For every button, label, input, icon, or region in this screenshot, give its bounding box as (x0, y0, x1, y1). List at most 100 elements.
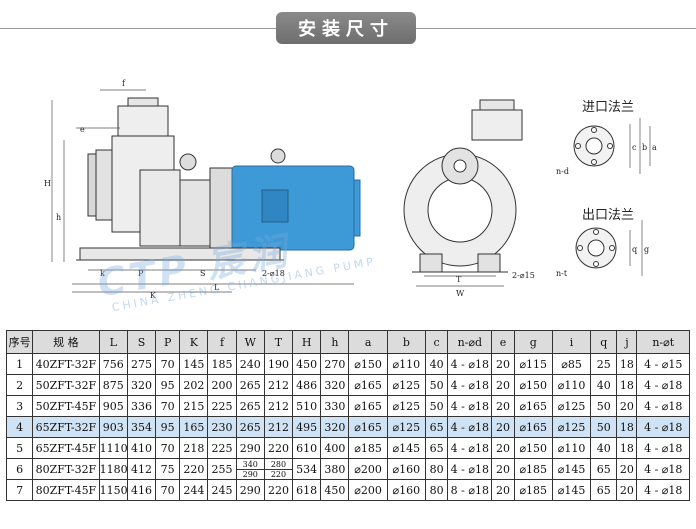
table-cell: 165 (179, 416, 209, 438)
dim-L: L (214, 283, 220, 292)
table-cell: ⌀185 (513, 479, 553, 501)
table-cell: 18 (616, 353, 638, 375)
table-cell: 190 (263, 353, 294, 375)
table-cell: 20 (491, 395, 515, 417)
dim-a: a (652, 143, 657, 152)
base-plate-side (76, 247, 284, 261)
dim-b: b (642, 143, 647, 152)
outlet-flange-diagram (575, 220, 643, 276)
table-cell: 80ZFT-32F (32, 458, 100, 480)
table-cell: 95 (155, 374, 181, 396)
table-cell: 4 - ⌀18 (636, 416, 690, 438)
table-cell: 50 (590, 416, 618, 438)
table-cell: 903 (98, 416, 128, 438)
table-cell: 40 (590, 374, 618, 396)
dimension-lines-front (416, 275, 504, 287)
table-cell: 336 (126, 395, 157, 417)
table-cell: 25 (590, 353, 618, 375)
column-header: H (292, 330, 322, 354)
table-cell: 8 - ⌀18 (447, 479, 493, 501)
table-cell: 412 (126, 458, 157, 480)
column-header: L (98, 330, 128, 354)
dim-P: P (138, 269, 144, 278)
table-cell: 1110 (98, 437, 128, 459)
pump-front-view (403, 99, 523, 273)
table-cell: 265 (235, 395, 265, 417)
table-cell: ⌀150 (348, 353, 388, 375)
table-cell: 40ZFT-32F (32, 353, 100, 375)
table-cell: 4 - ⌀18 (636, 458, 690, 480)
table-cell: 70 (155, 479, 181, 501)
table-cell: 320 (320, 416, 350, 438)
table-cell: ⌀125 (551, 416, 592, 438)
dim-f: f (122, 79, 126, 88)
outlet-flange-label: 出口法兰 (582, 208, 635, 223)
table-cell: 95 (155, 416, 181, 438)
table-cell: 1150 (98, 479, 128, 501)
table-cell: 4 - ⌀18 (447, 437, 493, 459)
table-cell: 212 (263, 374, 294, 396)
column-header: T (263, 330, 294, 354)
table-cell: 65 (590, 458, 618, 480)
table-cell: 240 (235, 353, 265, 375)
table-cell: 416 (126, 479, 157, 501)
table-cell: 200 (207, 374, 237, 396)
table-cell: 65 (590, 479, 618, 501)
dim-2-holes-left: 2-⌀18 (262, 269, 285, 278)
dim-S: S (200, 269, 205, 278)
table-cell: 1180 (98, 458, 128, 480)
table-cell: 50ZFT-45F (32, 395, 100, 417)
table-cell: 50ZFT-32F (32, 374, 100, 396)
dim-nt: n-t (556, 269, 568, 278)
dim-nd: n-d (556, 167, 569, 176)
table-cell: 4 - ⌀18 (447, 353, 493, 375)
table-cell: 450 (320, 479, 350, 501)
table-cell: 510 (292, 395, 322, 417)
table-cell: ⌀200 (348, 479, 388, 501)
table-cell: 2 (5, 374, 34, 396)
column-header: i (551, 330, 592, 354)
table-cell: 4 (5, 416, 34, 438)
table-cell: 20 (491, 479, 515, 501)
table-cell: ⌀125 (551, 395, 592, 417)
table-cell: 70 (155, 437, 181, 459)
column-header: b (386, 330, 427, 354)
table-cell: 50 (424, 395, 449, 417)
table-cell: 7 (5, 479, 34, 501)
table-cell: 20 (491, 374, 515, 396)
table-cell: 3 (5, 395, 34, 417)
table-cell: 4 - ⌀18 (447, 416, 493, 438)
table-cell: 65 (424, 416, 449, 438)
table-cell: 80ZFT-45F (32, 479, 100, 501)
table-cell: 75 (155, 458, 181, 480)
table-cell: 320 (320, 374, 350, 396)
table-cell: 220 (263, 479, 294, 501)
table-cell: 65ZFT-32F (32, 416, 100, 438)
column-header: g (513, 330, 553, 354)
table-cell: 218 (179, 437, 209, 459)
column-header: a (348, 330, 388, 354)
table-cell: 80 (424, 458, 449, 480)
table-cell: 4 - ⌀18 (636, 479, 690, 501)
table-cell: ⌀160 (386, 458, 427, 480)
table-cell: 65 (424, 437, 449, 459)
table-cell: ⌀85 (551, 353, 592, 375)
dim-q: q (632, 245, 637, 254)
table-cell: ⌀165 (348, 395, 388, 417)
table-cell: 1 (5, 353, 34, 375)
inlet-flange-label: 进口法兰 (582, 100, 635, 115)
table-cell: 225 (207, 395, 237, 417)
table-cell: ⌀145 (551, 479, 592, 501)
table-cell: 220 (179, 458, 209, 480)
table-cell: ⌀115 (513, 353, 553, 375)
table-cell: 20 (491, 458, 515, 480)
table-cell: 320 (126, 374, 157, 396)
table-cell: ⌀185 (348, 437, 388, 459)
dim-h: h (56, 213, 61, 222)
